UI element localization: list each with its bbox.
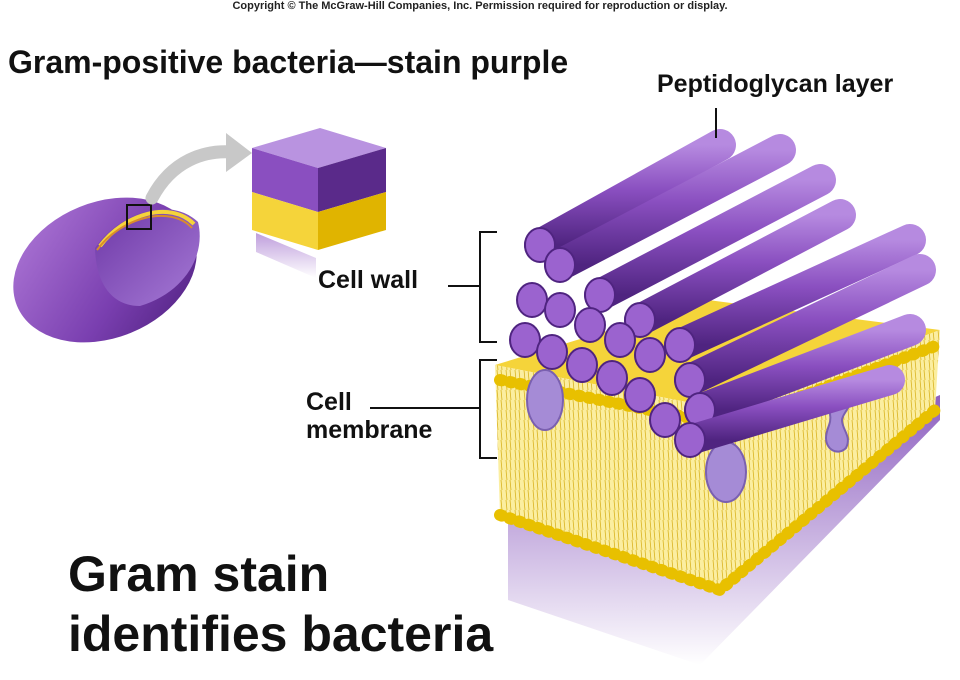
- footer-title-line2: identifies bacteria: [68, 606, 494, 662]
- cell-wall-label: Cell wall: [318, 266, 419, 294]
- cell-membrane-label-line2: membrane: [306, 416, 433, 444]
- zoom-arrow: [145, 145, 239, 205]
- footer-title: Gram stain identifies bacteria: [68, 544, 493, 664]
- footer-title-line1: Gram stain: [68, 546, 330, 602]
- cell-membrane-label: Cell membrane: [306, 388, 432, 444]
- page-title: Gram-positive bacteria—stain purple: [8, 44, 569, 80]
- copyright-notice: Copyright © The McGraw-Hill Companies, I…: [232, 0, 728, 12]
- membrane-protein: [705, 441, 747, 503]
- membrane-protein: [526, 369, 564, 431]
- bacterium-cell-illustration: [13, 197, 200, 343]
- cell-wall-cube: [252, 128, 386, 278]
- cell-wall-bracket: [479, 231, 497, 343]
- zoom-arrow-head: [226, 133, 252, 172]
- zoom-box: [126, 204, 152, 230]
- cell-membrane-label-line1: Cell: [306, 388, 352, 416]
- peptidoglycan-label: Peptidoglycan layer: [657, 70, 894, 98]
- cell-membrane-bracket: [479, 359, 497, 459]
- peptidoglycan-rods: [509, 129, 936, 458]
